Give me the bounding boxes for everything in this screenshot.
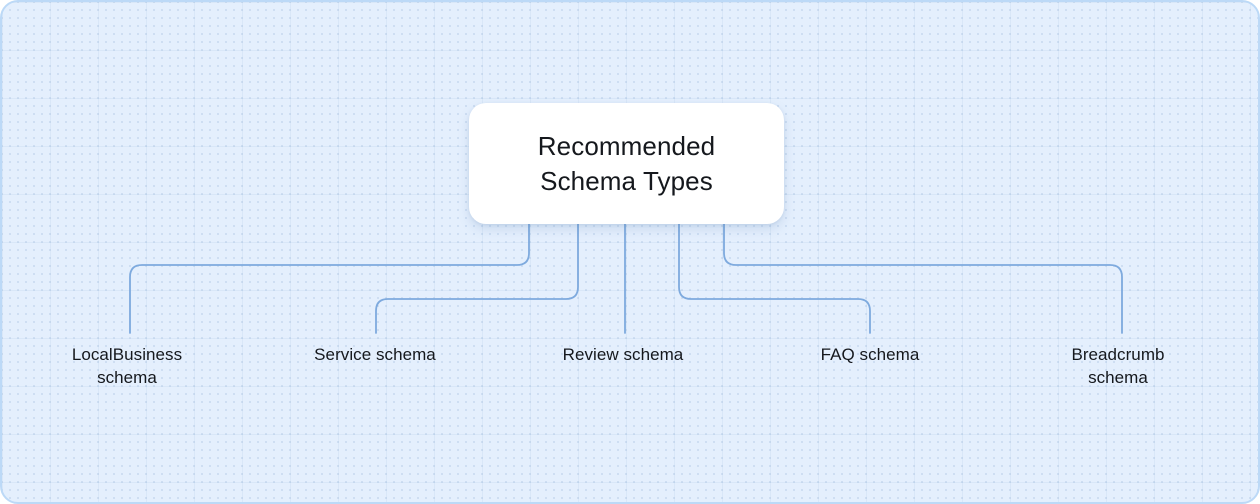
leaf-node-label: Breadcrumb schema bbox=[1071, 345, 1165, 388]
root-node-label: Recommended Schema Types bbox=[537, 130, 716, 196]
leaf-node-label: Review schema bbox=[562, 345, 684, 364]
leaf-node-service-schema[interactable]: Service schema bbox=[260, 343, 490, 366]
leaf-node-faq-schema[interactable]: FAQ schema bbox=[755, 343, 985, 366]
leaf-node-label: Service schema bbox=[314, 345, 436, 364]
connector-to-service bbox=[375, 223, 579, 334]
leaf-node-review-schema[interactable]: Review schema bbox=[508, 343, 738, 366]
connector-to-faq bbox=[678, 223, 871, 334]
connector-to-breadcrumb bbox=[723, 223, 1123, 334]
connector-to-localbusiness bbox=[129, 223, 530, 334]
leaf-node-label: FAQ schema bbox=[820, 345, 920, 364]
leaf-node-localbusiness-schema[interactable]: LocalBusiness schema bbox=[12, 343, 242, 390]
leaf-node-breadcrumb-schema[interactable]: Breadcrumb schema bbox=[1003, 343, 1233, 390]
root-node-recommended-schema-types[interactable]: Recommended Schema Types bbox=[469, 103, 784, 224]
leaf-node-label: LocalBusiness schema bbox=[71, 345, 183, 388]
